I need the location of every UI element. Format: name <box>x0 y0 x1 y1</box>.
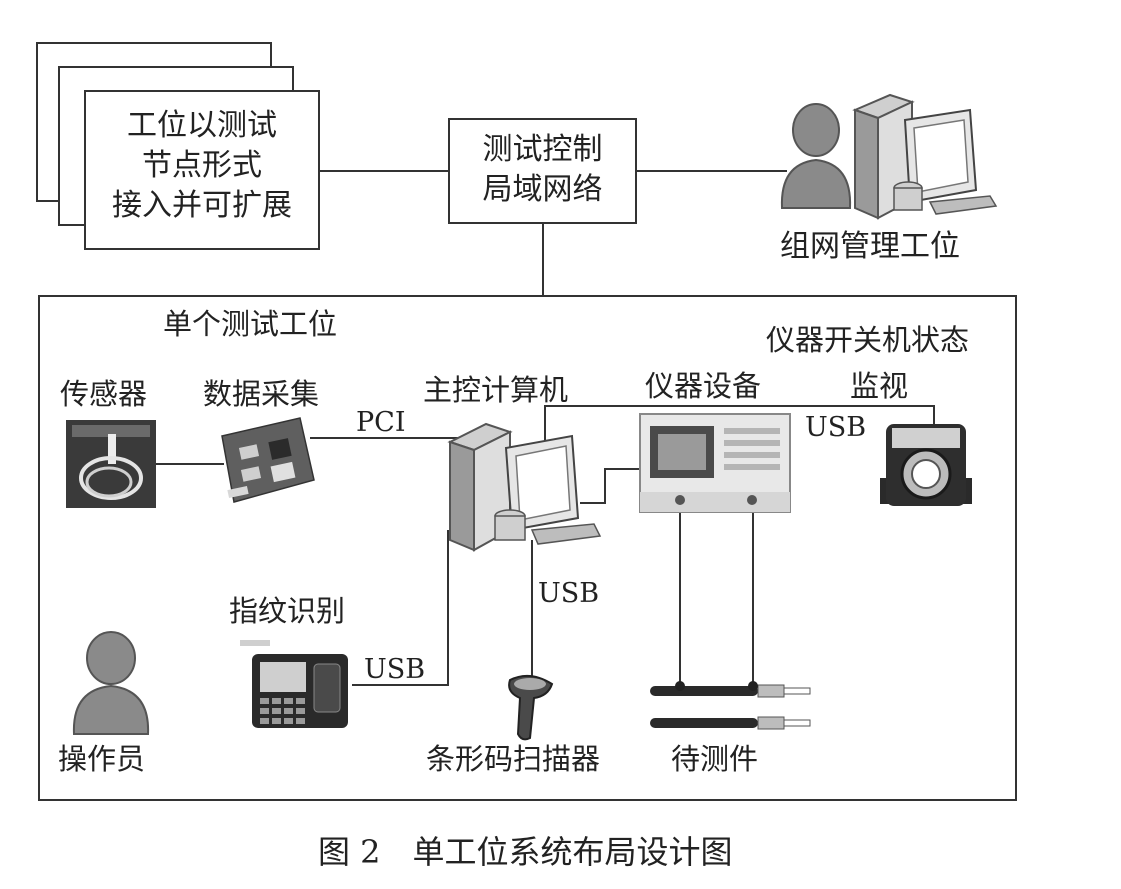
link-host-instrument-h2 <box>604 468 642 470</box>
sensor-label: 传感器 <box>60 377 148 411</box>
workstations-text-line-1: 工位以测试 <box>127 108 277 143</box>
link-host-fingerprint-v <box>447 530 449 686</box>
link-sensor-daq <box>156 463 224 465</box>
link-host-instrument-h1 <box>580 502 606 504</box>
pci-label: PCI <box>356 407 406 438</box>
host-computer-icon <box>447 422 602 552</box>
workstations-text-line-2: 节点形式 <box>142 148 262 183</box>
fingerprint-label: 指纹识别 <box>229 594 346 628</box>
workstations-text-line-3: 接入并可扩展 <box>112 188 292 223</box>
network-text-line-2: 局域网络 <box>482 172 603 207</box>
usb-fingerprint-label: USB <box>364 654 426 685</box>
operator-person-icon <box>72 631 150 735</box>
monitor-sensor-image <box>880 424 972 506</box>
host-label: 主控计算机 <box>423 373 569 407</box>
sensor-image <box>66 420 156 508</box>
station-title: 单个测试工位 <box>163 307 338 341</box>
link-host-fingerprint-h <box>352 684 449 686</box>
usb-monitor-label: USB <box>805 412 867 443</box>
link-instrument-dut-2 <box>752 500 754 688</box>
link-monitor-down <box>933 405 935 427</box>
admin-label: 组网管理工位 <box>780 229 960 264</box>
dut-cables-image <box>650 681 811 730</box>
link-host-monitor-h <box>544 405 935 407</box>
link-instrument-dut-1 <box>679 500 681 688</box>
monitor-label-line-2: 监视 <box>850 369 909 403</box>
usb-scanner-label: USB <box>538 578 600 609</box>
link-network-admin <box>637 170 787 172</box>
link-network-station <box>542 224 544 296</box>
operator-label: 操作员 <box>58 742 146 776</box>
admin-computer-icon <box>852 93 998 220</box>
link-host-monitor-up <box>544 405 546 445</box>
instrument-label: 仪器设备 <box>645 369 762 403</box>
daq-label: 数据采集 <box>203 377 320 411</box>
link-host-instrument-v <box>604 468 606 504</box>
barcode-scanner-image <box>508 674 554 741</box>
instrument-image <box>639 413 791 513</box>
fingerprint-reader-image <box>240 640 348 728</box>
link-workstations-network <box>320 170 448 172</box>
link-host-scanner <box>531 540 533 678</box>
test-control-lan-box: 测试控制 局域网络 <box>448 118 637 224</box>
daq-board-image <box>221 417 315 503</box>
figure-caption: 图 2 单工位系统布局设计图 <box>318 833 733 871</box>
dut-label: 待测件 <box>671 742 759 776</box>
workstation-frame-front: 工位以测试 节点形式 接入并可扩展 <box>84 90 320 250</box>
admin-person-icon <box>780 103 852 209</box>
station-frame <box>38 295 1017 801</box>
link-daq-host <box>310 437 458 439</box>
network-text-line-1: 测试控制 <box>482 132 603 167</box>
scanner-label: 条形码扫描器 <box>426 742 601 776</box>
monitor-label-line-1: 仪器开关机状态 <box>766 323 970 357</box>
